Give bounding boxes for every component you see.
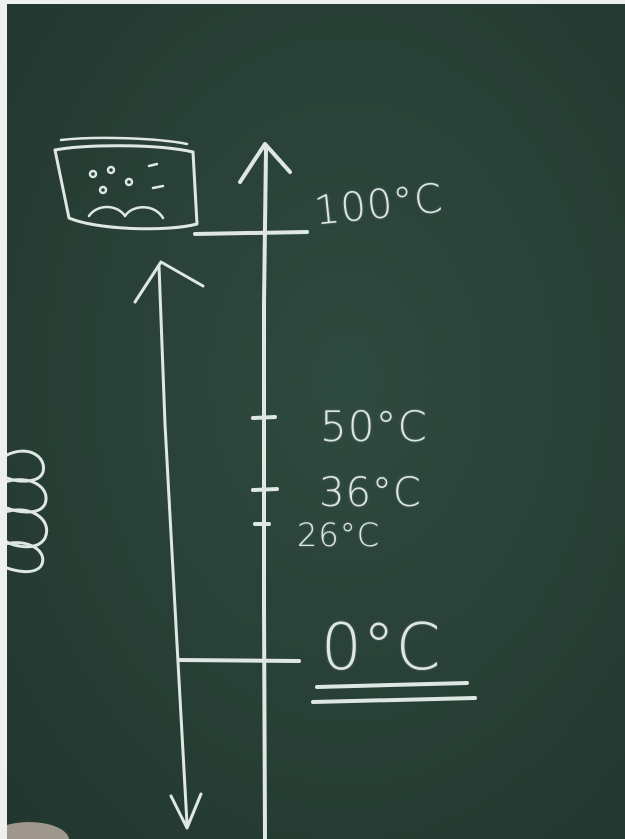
tick-100 — [193, 230, 309, 236]
label-26c: 26°C — [297, 516, 381, 554]
tick-0 — [177, 658, 301, 663]
edge-scribble — [7, 449, 49, 574]
label-0c: 0°C — [321, 611, 442, 685]
vessel-sketch — [53, 136, 199, 231]
range-arrow — [133, 260, 205, 830]
chalk-drawing — [7, 136, 477, 839]
label-50c: 50°C — [320, 402, 428, 451]
zero-underline — [311, 681, 477, 704]
chalkboard: 100°C 50°C 36°C 26°C 0°C — [7, 4, 625, 839]
tick-36 — [251, 487, 279, 492]
axis-ticks — [177, 230, 309, 663]
temperature-axis — [238, 142, 292, 839]
hand-blur — [7, 822, 69, 839]
tick-50 — [251, 415, 277, 420]
label-36c: 36°C — [319, 470, 422, 516]
